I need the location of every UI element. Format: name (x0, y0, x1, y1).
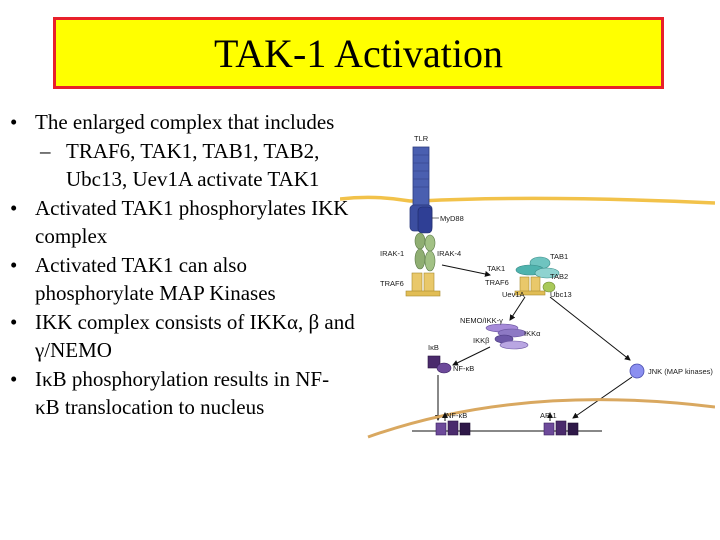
ikb-nfkb-complex (427, 355, 452, 374)
bullet-text: IKK complex consists of IKKα, β and γ/NE… (35, 309, 355, 363)
jnk-to-ap1-arrow (572, 376, 633, 419)
bullet-marker: • (10, 309, 18, 334)
tab1-label: TAB1 (550, 252, 568, 261)
bullet-marker: • (10, 195, 18, 220)
tak1-to-ikk-arrow (509, 296, 526, 321)
traf6-left-protein (405, 272, 441, 297)
bullet-item: • The enlarged complex that includes (8, 108, 358, 137)
traf6-right-label: TRAF6 (485, 278, 509, 287)
irak1-label: IRAK-1 (380, 249, 404, 258)
bullet-item: • Activated TAK1 can also phosphorylate … (8, 251, 358, 308)
uev1a-label: Uev1A (502, 290, 525, 299)
bullet-text: The enlarged complex that includes (35, 110, 335, 134)
traf6-left-label: TRAF6 (380, 279, 404, 288)
nuclear-membrane (367, 398, 715, 439)
nfkb-label: NF-κB (453, 364, 474, 373)
sub-bullet-text: TRAF6, TAK1, TAB1, TAB2, Ubc13, Uev1A ac… (66, 138, 320, 192)
bullet-item: • Activated TAK1 phosphorylates IKK comp… (8, 194, 358, 251)
bullet-marker: • (10, 366, 18, 391)
slide-title: TAK-1 Activation (214, 30, 503, 76)
bullet-marker: • (10, 110, 18, 134)
bullet-marker: • (10, 252, 18, 277)
myd88-label: MyD88 (440, 214, 464, 223)
tak1-to-jnk-arrow (549, 296, 631, 361)
ubc13-label: Ubc13 (550, 290, 572, 299)
irak-complex (414, 232, 436, 272)
cell-membrane (340, 195, 715, 205)
bullet-item: • IκB phosphorylation results in NF- κB … (8, 365, 358, 422)
activation-arrow (441, 264, 491, 277)
tab2-label: TAB2 (550, 272, 568, 281)
nfkb-nuclear-complex (435, 420, 471, 436)
tak1-signaling-diagram: TLR MyD88 IRAK-1 IRAK-4 TRAF6 TAB1 TAK1 … (340, 134, 715, 439)
bullet-item: • IKK complex consists of IKKα, β and γ/… (8, 308, 358, 365)
jnk-protein (629, 363, 645, 379)
tak1-label: TAK1 (487, 264, 505, 273)
ap1-complex (543, 420, 579, 436)
myd88-protein (417, 206, 433, 234)
bullet-text: IκB phosphorylation results in NF- κB tr… (35, 366, 330, 420)
nemo-label: NEMO/IKK-γ (460, 316, 503, 325)
sub-bullet-marker: – (40, 138, 51, 163)
tlr-label: TLR (414, 134, 429, 143)
ikk-to-ikb-arrow (452, 346, 491, 366)
ikkb-label: IKKβ (473, 336, 490, 345)
bullet-list: • The enlarged complex that includes – T… (8, 108, 358, 422)
irak4-label: IRAK-4 (437, 249, 461, 258)
ikk-complex (485, 323, 529, 350)
ikb-label: IκB (428, 343, 439, 352)
bullet-text: Activated TAK1 phosphorylates IKK comple… (35, 195, 349, 249)
bullet-text: Activated TAK1 can also phosphorylate MA… (35, 252, 276, 306)
tak1-complex (514, 256, 560, 296)
title-box: TAK-1 Activation (53, 17, 664, 89)
ikka-label: IKKα (524, 329, 541, 338)
sub-bullet-item: – TRAF6, TAK1, TAB1, TAB2, Ubc13, Uev1A … (8, 137, 358, 194)
jnk-label: JNK (MAP kinases) (648, 367, 713, 376)
nfkb-nuclear-label: NF-κB (446, 411, 467, 420)
ap1-label: AP-1 (540, 411, 557, 420)
